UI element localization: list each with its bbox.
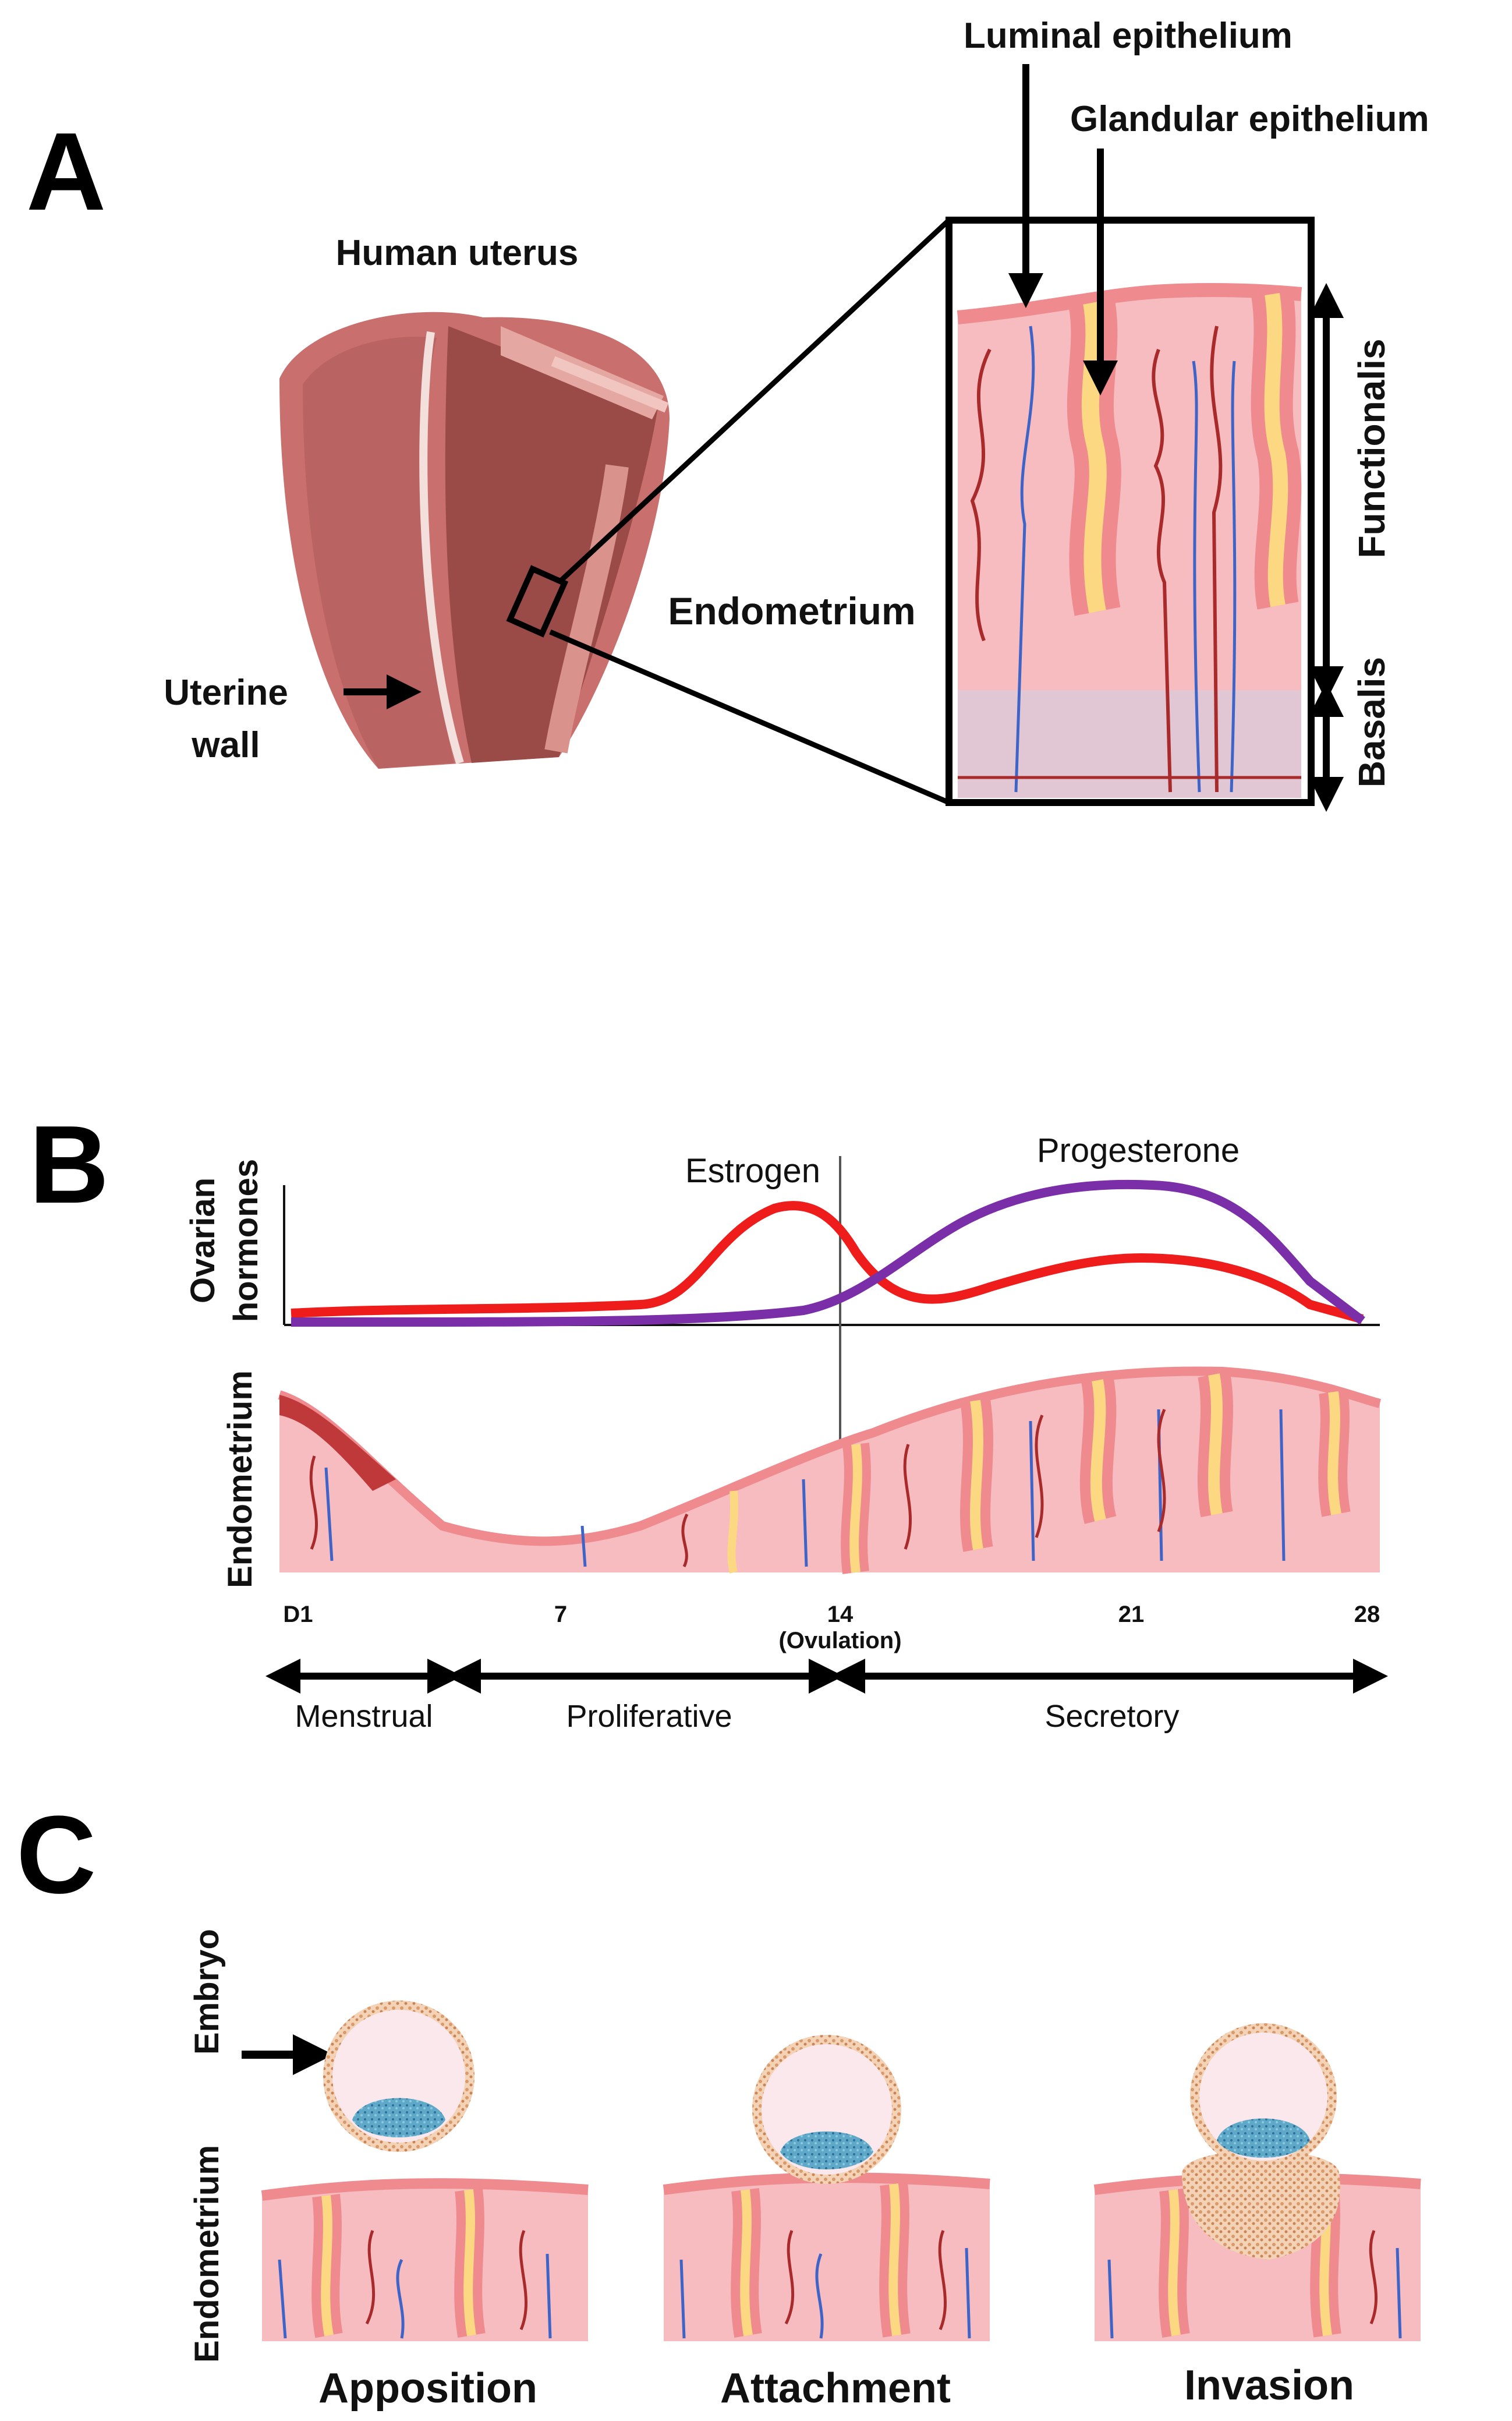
ylabel-hormones-line2: hormones (227, 1159, 265, 1322)
tick-7: 7 (554, 1602, 567, 1627)
endometrium-label-c: Endometrium (188, 2145, 226, 2363)
embryo-label: Embryo (188, 1929, 226, 2055)
basalis-label: Basalis (1351, 657, 1393, 787)
zoom-line-bottom (549, 629, 950, 805)
uterus-illustration (279, 312, 670, 769)
progesterone-curve (291, 1179, 1365, 1327)
ovulation-label: (Ovulation) (778, 1628, 901, 1653)
tick-14: 14 (827, 1602, 854, 1627)
panel-a-letter: A (26, 110, 106, 234)
ylabel-endometrium: Endometrium (221, 1370, 259, 1588)
endometrium-zoom (952, 224, 1307, 801)
phase-proliferative: Proliferative (566, 1699, 732, 1734)
invasion-illustration (1093, 2023, 1421, 2341)
estrogen-label: Estrogen (685, 1152, 820, 1190)
panel-b-letter: B (29, 1103, 109, 1227)
estrogen-curve (291, 1201, 1364, 1324)
panel-b: B Ovarian hormones Endometrium Estrogen … (29, 1103, 1388, 1734)
panel-c-letter: C (16, 1793, 96, 1917)
zoom-box (506, 565, 569, 638)
human-uterus-title: Human uterus (336, 233, 579, 273)
panel-a: A Human uterus Uterine wall Endometrium (26, 16, 1429, 812)
apposition-illustration (261, 2001, 589, 2341)
phase-menstrual: Menstrual (295, 1699, 433, 1734)
luminal-epithelium-label: Luminal epithelium (964, 16, 1293, 56)
tick-28: 28 (1354, 1602, 1380, 1627)
ylabel-hormones-line1: Ovarian (184, 1178, 222, 1303)
uterine-wall-label-line1: Uterine (164, 673, 288, 713)
endometrium-label-a: Endometrium (668, 589, 915, 632)
progesterone-label: Progesterone (1037, 1132, 1240, 1169)
tick-21: 21 (1118, 1602, 1145, 1627)
phase-secretory: Secretory (1044, 1699, 1179, 1734)
functionalis-label: Functionalis (1351, 339, 1393, 559)
glandular-epithelium-label: Glandular epithelium (1070, 99, 1429, 139)
attachment-illustration (663, 2035, 990, 2341)
stage-invasion: Invasion (1184, 2362, 1354, 2409)
panel-c: C Embryo Endometrium Apposition (16, 1793, 1421, 2412)
uterine-wall-label-line2: wall (191, 725, 260, 765)
endometrium-cycle-strip (278, 1366, 1381, 1574)
zoom-line-top (557, 218, 951, 585)
tick-d1: D1 (283, 1602, 313, 1627)
stage-apposition: Apposition (318, 2365, 537, 2412)
stage-attachment: Attachment (720, 2365, 951, 2412)
